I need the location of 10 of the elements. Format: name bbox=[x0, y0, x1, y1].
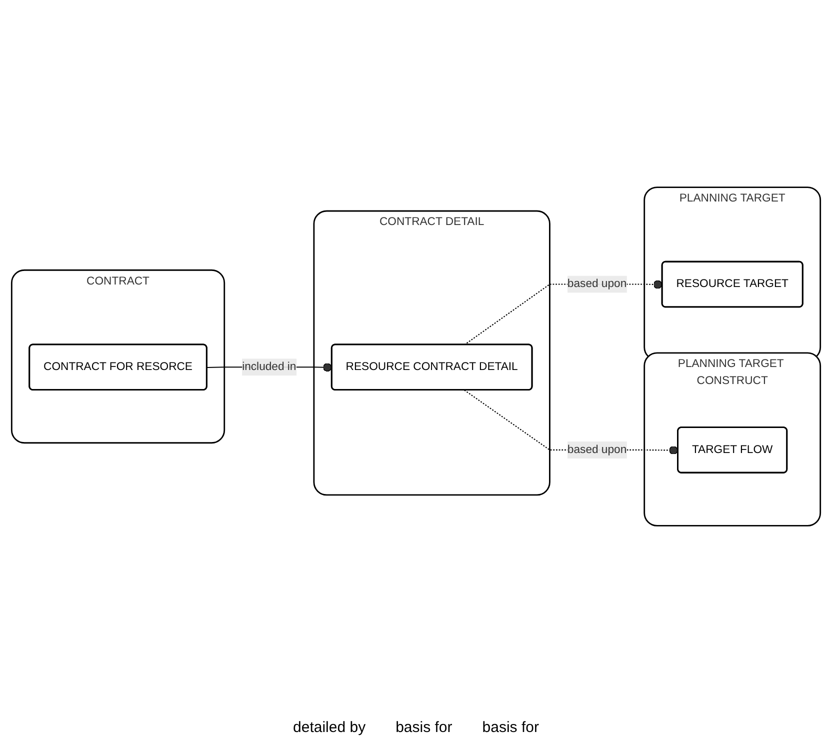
relationship-name: detailed by bbox=[293, 719, 366, 736]
cluster bbox=[10, 269, 226, 444]
relationship-name: basis for bbox=[396, 719, 452, 736]
edge-label: included in bbox=[242, 360, 296, 373]
er-diagram: CONTRACT CONTRACT DETAIL PLANNING TARGET PLANNING TARGET CONSTRUCT included in based upon based upon CONTRACT FOR RESORCE RESOURCE CONTRACT DETAIL RESOURCE TARGET TARGET FLOW bbox=[6, 0, 826, 713]
cluster bbox=[644, 352, 822, 526]
edge-label: based upon bbox=[567, 444, 627, 456]
edge-label: based upon bbox=[567, 278, 627, 290]
cluster bbox=[313, 210, 550, 496]
relationship-name: basis for bbox=[482, 719, 539, 736]
